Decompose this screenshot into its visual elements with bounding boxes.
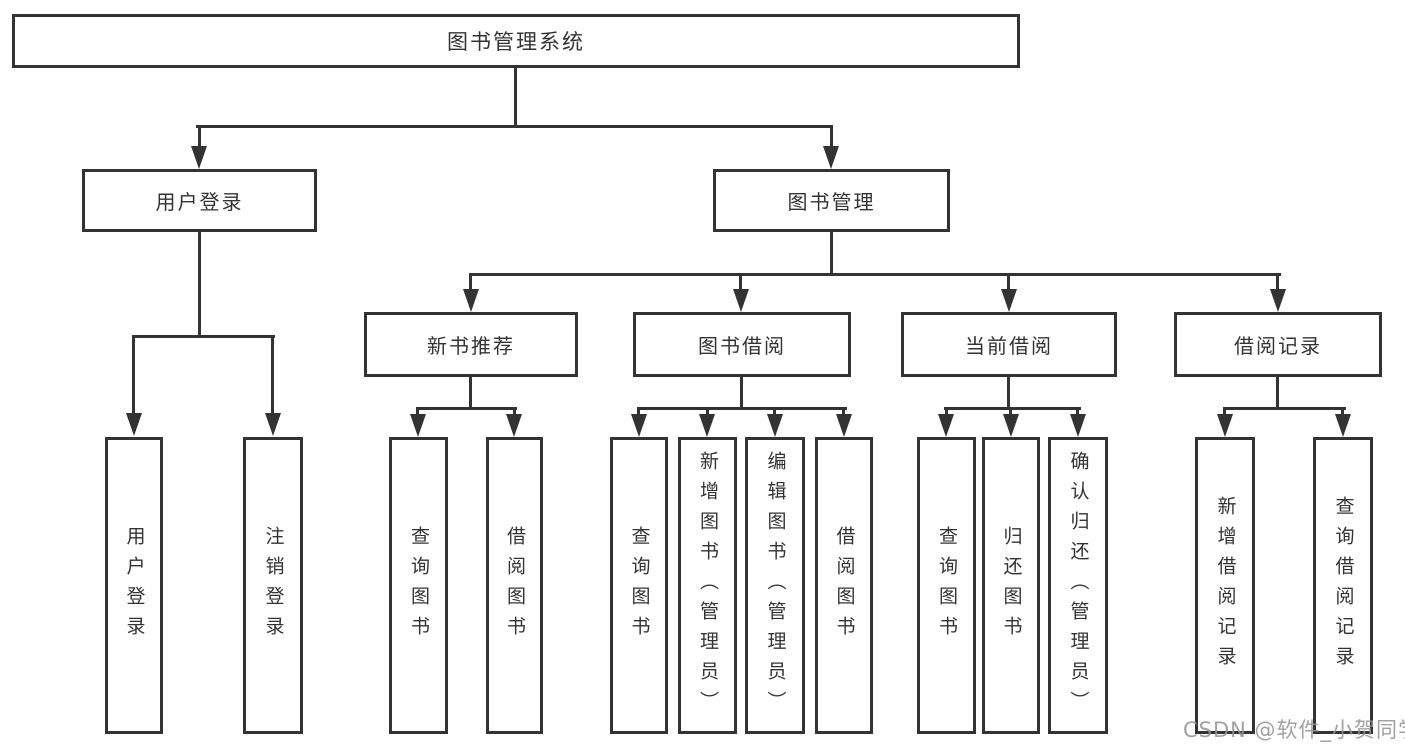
leaf-query-books-recommend: 查询图书 bbox=[389, 437, 448, 734]
connector-line bbox=[271, 335, 274, 417]
connector-line bbox=[1276, 273, 1279, 293]
connector-line bbox=[1009, 407, 1012, 419]
arrow-to-current-borrowing bbox=[1001, 289, 1017, 312]
connector-current-borrowing-branch bbox=[944, 407, 1081, 410]
connector-borrowing-records-stem bbox=[1276, 377, 1279, 410]
leaf-query-books-borrowing-label: 查询图书 bbox=[628, 525, 651, 646]
arrow-head bbox=[631, 414, 647, 437]
arrow-to-book-management bbox=[823, 146, 839, 169]
arrow-head bbox=[506, 414, 522, 437]
connector-line bbox=[842, 407, 845, 419]
arrow-to-book-borrowing bbox=[733, 289, 749, 312]
connector-line bbox=[416, 407, 419, 419]
arrow-to-borrowing-records bbox=[1270, 289, 1286, 312]
connector-line bbox=[773, 407, 776, 419]
arrow-head bbox=[1003, 414, 1019, 437]
leaf-add-borrow-record-label: 新增借阅记录 bbox=[1214, 495, 1237, 676]
connector-line bbox=[1341, 407, 1344, 419]
connector-line bbox=[1223, 407, 1226, 419]
leaf-query-books-current-label: 查询图书 bbox=[936, 525, 958, 646]
leaf-borrow-books-recommend: 借阅图书 bbox=[486, 437, 543, 734]
connector-line bbox=[739, 273, 742, 293]
node-current-borrowing-label: 当前借阅 bbox=[965, 334, 1053, 358]
arrow-head bbox=[836, 414, 852, 437]
leaf-edit-book-admin-label: 编辑图书（管理员） bbox=[764, 450, 787, 721]
node-library-system-label: 图书管理系统 bbox=[447, 30, 585, 54]
leaf-return-books-label: 归还图书 bbox=[1000, 525, 1023, 646]
leaf-confirm-return-admin: 确认归还（管理员） bbox=[1048, 437, 1108, 734]
node-book-borrowing: 图书借阅 bbox=[633, 312, 851, 377]
arrow-to-new-book-recommend bbox=[463, 289, 479, 312]
arrow-head bbox=[1217, 414, 1233, 437]
connector-line bbox=[830, 125, 833, 151]
leaf-confirm-return-admin-label: 确认归还（管理员） bbox=[1067, 450, 1090, 721]
connector-user-login-branch bbox=[132, 335, 275, 338]
leaf-query-books-recommend-label: 查询图书 bbox=[408, 525, 430, 646]
arrow-head bbox=[699, 414, 715, 437]
node-borrowing-records-label: 借阅记录 bbox=[1234, 334, 1322, 358]
connector-new-book-stem bbox=[469, 377, 472, 410]
connector-book-borrowing-branch bbox=[637, 407, 847, 410]
arrow-to-leaf-user-login bbox=[126, 413, 142, 436]
node-user-login-label: 用户登录 bbox=[155, 190, 244, 214]
connector-current-borrowing-stem bbox=[1007, 377, 1010, 410]
connector-new-book-branch bbox=[417, 407, 517, 410]
leaf-return-books: 归还图书 bbox=[982, 437, 1040, 734]
arrow-head bbox=[410, 414, 426, 437]
leaf-user-login-label: 用户登录 bbox=[123, 525, 146, 646]
connector-line bbox=[1007, 273, 1010, 293]
connector-user-login-stem bbox=[198, 232, 201, 338]
leaf-borrow-books-recommend-label: 借阅图书 bbox=[504, 525, 526, 646]
node-book-management: 图书管理 bbox=[713, 169, 950, 232]
leaf-borrow-books-borrowing-label: 借阅图书 bbox=[833, 525, 856, 646]
leaf-add-book-admin: 新增图书（管理员） bbox=[678, 437, 737, 734]
leaf-query-books-current: 查询图书 bbox=[917, 437, 976, 734]
connector-line bbox=[198, 125, 201, 151]
arrow-head bbox=[767, 414, 783, 437]
node-new-book-recommend: 新书推荐 bbox=[364, 312, 578, 377]
leaf-logout: 注销登录 bbox=[243, 437, 303, 734]
connector-line bbox=[706, 407, 709, 419]
node-user-login: 用户登录 bbox=[82, 169, 317, 232]
connector-line bbox=[637, 407, 640, 419]
connector-root-branch bbox=[196, 125, 833, 128]
connector-line bbox=[132, 335, 135, 417]
leaf-add-borrow-record: 新增借阅记录 bbox=[1195, 437, 1255, 734]
arrow-to-user-login bbox=[191, 146, 207, 169]
leaf-logout-label: 注销登录 bbox=[262, 525, 285, 646]
connector-line bbox=[469, 273, 472, 293]
node-current-borrowing: 当前借阅 bbox=[901, 312, 1117, 377]
connector-borrowing-records-branch bbox=[1223, 407, 1346, 410]
node-new-book-recommend-label: 新书推荐 bbox=[427, 334, 515, 358]
connector-line bbox=[945, 407, 948, 419]
node-library-system: 图书管理系统 bbox=[12, 14, 1020, 68]
connector-book-management-branch bbox=[469, 273, 1281, 276]
leaf-add-book-admin-label: 新增图书（管理员） bbox=[697, 450, 719, 721]
connector-root-stem bbox=[514, 68, 517, 128]
leaf-query-borrow-record: 查询借阅记录 bbox=[1313, 437, 1373, 734]
node-book-management-label: 图书管理 bbox=[787, 190, 876, 214]
connector-book-management-stem bbox=[830, 232, 833, 276]
arrow-head bbox=[1335, 414, 1351, 437]
connector-line bbox=[1076, 407, 1079, 419]
node-borrowing-records: 借阅记录 bbox=[1174, 312, 1382, 377]
arrow-head bbox=[938, 414, 954, 437]
connector-book-borrowing-stem bbox=[740, 377, 743, 410]
arrow-to-leaf-logout bbox=[265, 413, 281, 436]
connector-line bbox=[513, 407, 516, 419]
node-book-borrowing-label: 图书借阅 bbox=[698, 334, 786, 358]
csdn-watermark: CSDN @软件_小贺同学 bbox=[1183, 718, 1405, 742]
arrow-head bbox=[1070, 414, 1086, 437]
leaf-borrow-books-borrowing: 借阅图书 bbox=[815, 437, 873, 734]
leaf-user-login: 用户登录 bbox=[105, 437, 163, 734]
leaf-query-borrow-record-label: 查询借阅记录 bbox=[1332, 495, 1355, 676]
leaf-edit-book-admin: 编辑图书（管理员） bbox=[745, 437, 805, 734]
leaf-query-books-borrowing: 查询图书 bbox=[610, 437, 668, 734]
